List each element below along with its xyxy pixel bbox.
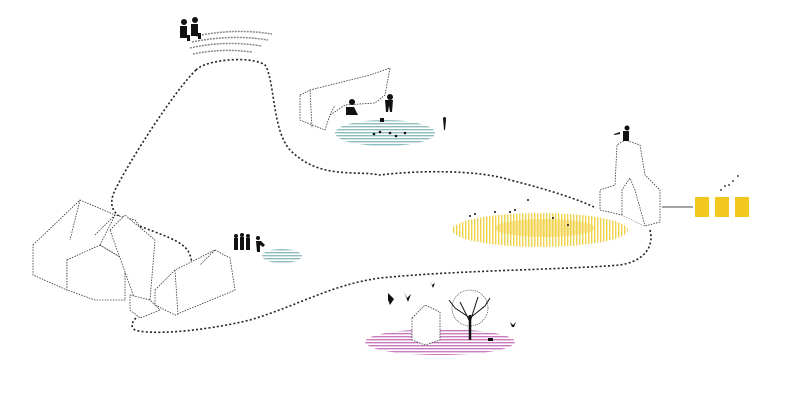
- walking-route-upper: [195, 58, 597, 209]
- seated-people-icon: [180, 17, 201, 41]
- person-on-tower-icon: [614, 125, 630, 141]
- garden-house: [411, 304, 441, 346]
- amphitheatre-benches: [189, 30, 273, 55]
- birds-icon: [388, 281, 516, 341]
- beehive-3: [735, 197, 749, 217]
- farm-buildings: [32, 199, 236, 319]
- shelter-structure: [299, 67, 391, 131]
- tree-icon: [448, 289, 491, 340]
- lookout-tower: [599, 139, 661, 227]
- garden-plot: [365, 329, 515, 355]
- heron-icon: [443, 116, 446, 130]
- beehive-1: [695, 197, 709, 217]
- bees-icon: [720, 175, 739, 191]
- walking-route: [111, 69, 197, 301]
- insects-icon: [469, 199, 569, 226]
- people-at-pond-icon: [346, 94, 446, 138]
- beehive-2: [715, 197, 729, 217]
- pond: [335, 120, 435, 146]
- meadow-core: [495, 219, 595, 237]
- small-pond: [262, 249, 302, 263]
- beehives: [695, 197, 749, 217]
- group-of-people-icon: [234, 233, 265, 252]
- walking-route-lower: [131, 229, 652, 334]
